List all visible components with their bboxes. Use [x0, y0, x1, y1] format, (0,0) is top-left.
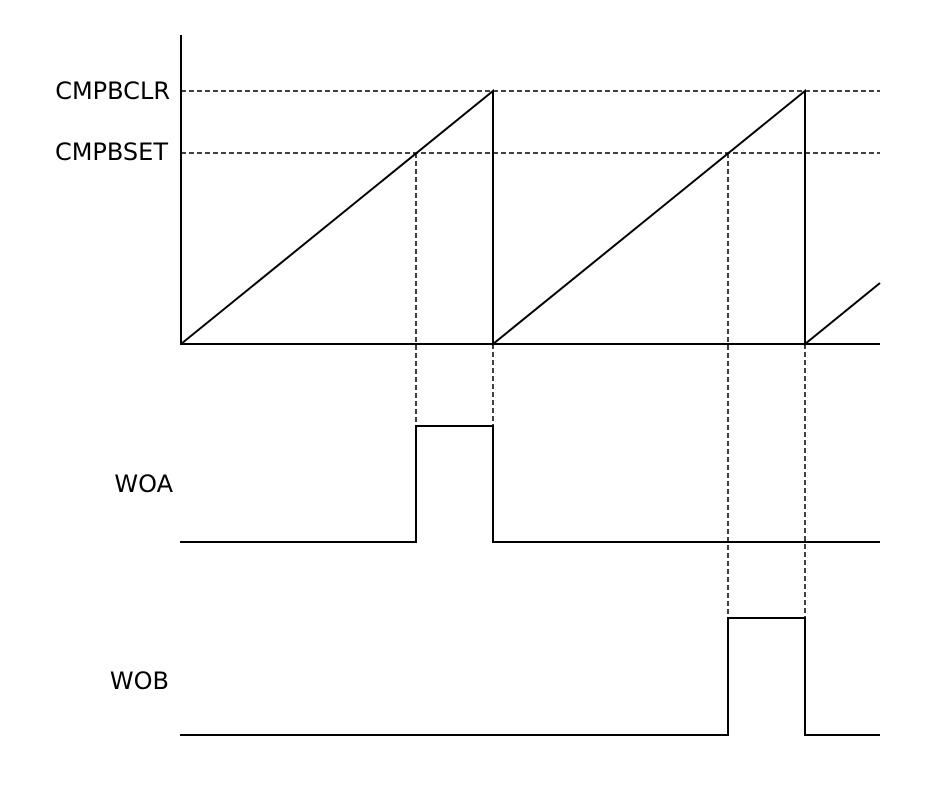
wob-label: WOB	[110, 667, 169, 695]
counter-sawtooth-waveform	[180, 88, 881, 347]
woa-label: WOA	[114, 470, 173, 498]
cmpbclr-label: CMPBCLR	[55, 77, 170, 105]
cmpbset-label: CMPBSET	[55, 138, 168, 166]
wob-waveform	[180, 617, 880, 736]
woa-waveform	[180, 425, 880, 543]
